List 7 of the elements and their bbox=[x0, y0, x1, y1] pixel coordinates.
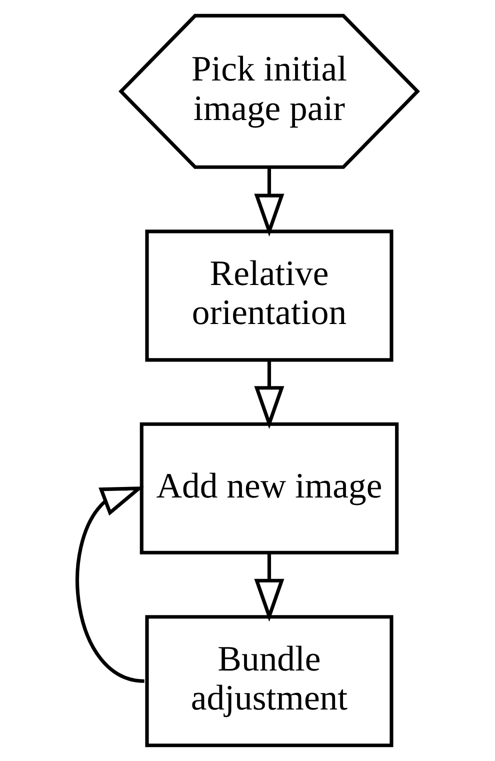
arrow bbox=[254, 167, 284, 237]
arrow bbox=[254, 552, 284, 622]
arrow bbox=[76, 486, 145, 683]
node-box: Bundle adjustment bbox=[145, 615, 394, 748]
node-box: Add new image bbox=[140, 422, 399, 554]
arrow bbox=[254, 360, 284, 429]
node-box: Relative orientation bbox=[145, 230, 394, 362]
